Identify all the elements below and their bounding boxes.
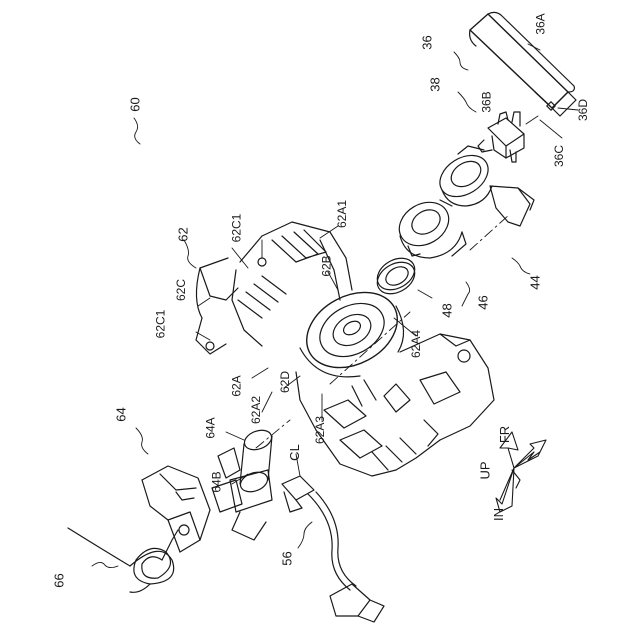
label-IN: IN	[492, 508, 505, 521]
part-38-switch	[478, 112, 524, 162]
label-CL: CL	[288, 444, 301, 461]
label-36: 36	[421, 35, 434, 49]
label-62A4: 62A4	[410, 330, 422, 358]
part-66-spring	[68, 528, 178, 592]
label-66: 66	[53, 573, 66, 587]
label-60: 60	[129, 97, 142, 111]
label-36D: 36D	[577, 99, 589, 121]
part-46-ring-holder	[391, 194, 466, 258]
label-36A: 36A	[535, 13, 547, 34]
label-62A: 62A	[231, 375, 243, 396]
label-48: 48	[441, 303, 454, 317]
label-62A2: 62A2	[250, 396, 262, 424]
label-46: 46	[477, 295, 490, 309]
label-62A1: 62A1	[336, 200, 348, 228]
label-62C1-top: 62C1	[230, 214, 242, 243]
label-64: 64	[115, 407, 128, 421]
label-62B: 62B	[321, 255, 333, 276]
label-36C: 36C	[553, 145, 565, 167]
label-64A: 64A	[205, 417, 217, 438]
label-64B: 64B	[211, 471, 223, 492]
label-56: 56	[281, 551, 294, 565]
label-36B: 36B	[481, 91, 493, 112]
label-38: 38	[429, 77, 442, 91]
label-62: 62	[177, 227, 190, 241]
part-62-housing	[196, 222, 494, 476]
label-FR: FR	[498, 426, 511, 443]
label-44: 44	[529, 275, 542, 289]
label-62D: 62D	[279, 371, 291, 393]
direction-arrows	[496, 432, 546, 512]
part-56-cable	[282, 476, 384, 622]
part-48-spring-ring	[372, 252, 421, 300]
label-62C: 62C	[175, 279, 187, 301]
label-62C1-left: 62C1	[154, 310, 166, 339]
part-64-bracket	[142, 466, 210, 552]
label-UP: UP	[479, 461, 492, 479]
label-62A3: 62A3	[314, 416, 326, 444]
